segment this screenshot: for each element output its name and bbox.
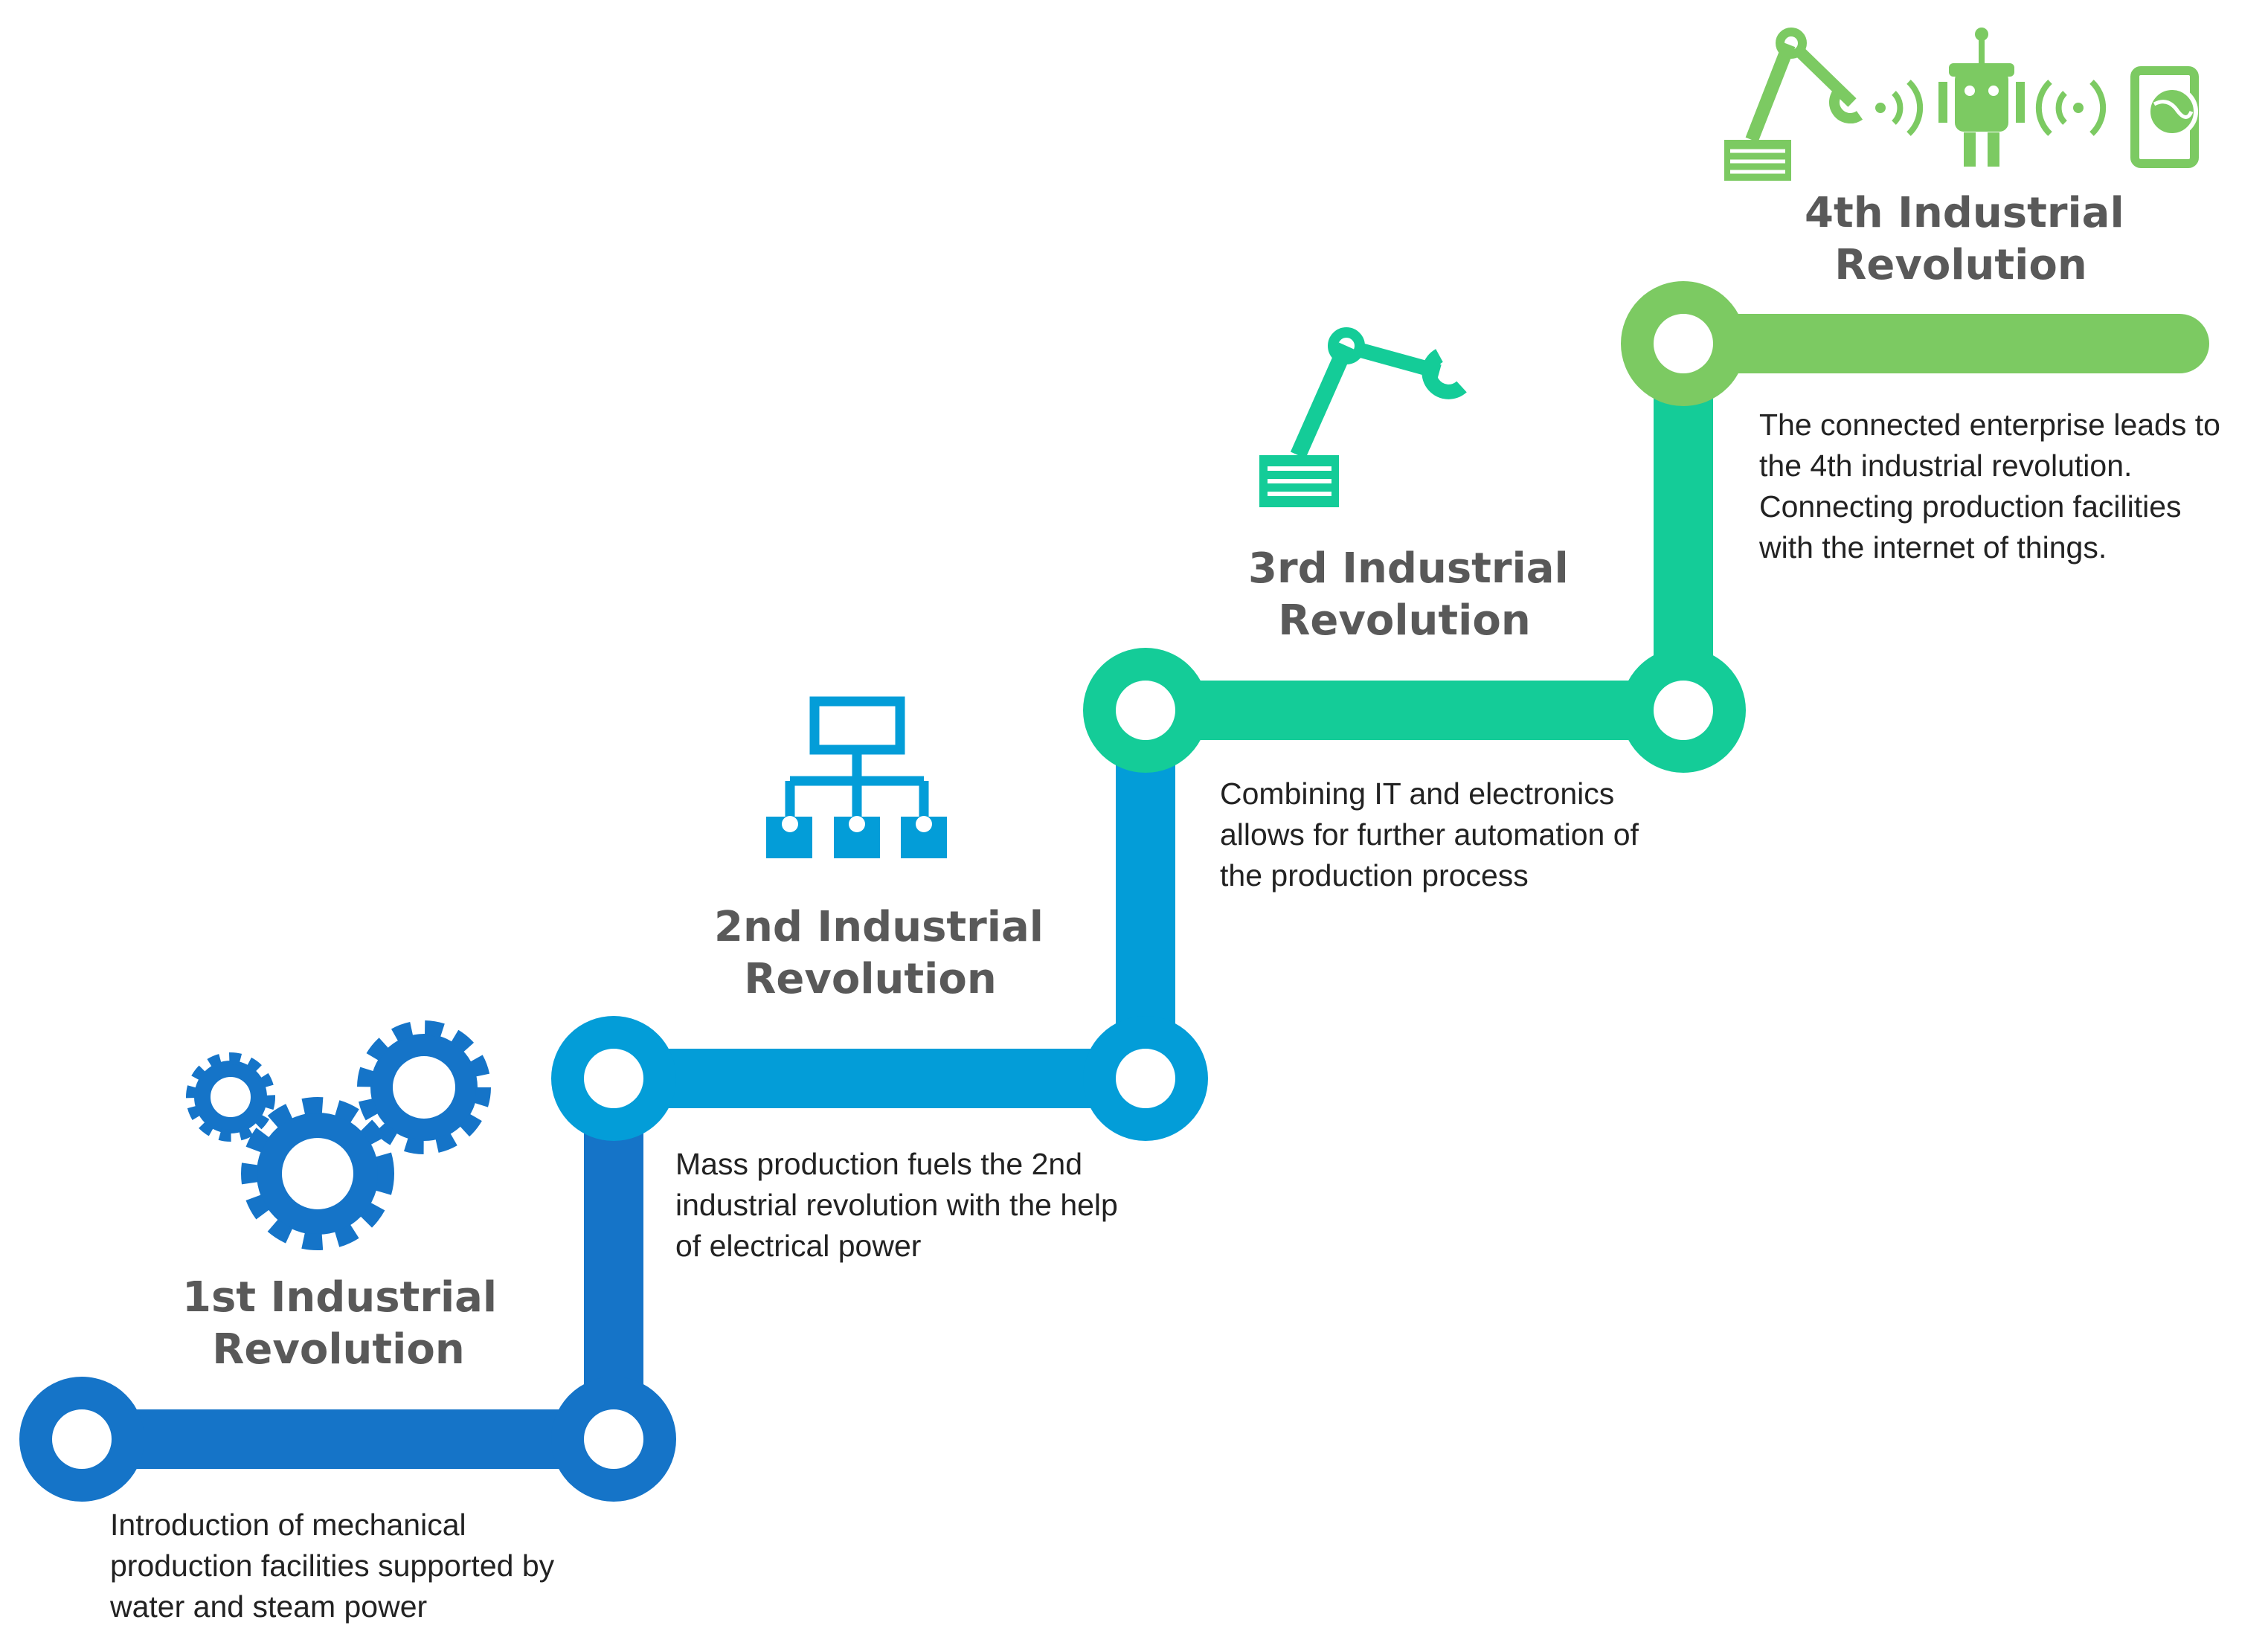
connected-factory-icon [1724,28,2199,181]
stage3-title-line1: 3rd Industrial [1248,544,1569,593]
stage2-title-line2: Revolution [744,955,997,1003]
stage3-desc-line3: the production process [1220,858,1529,893]
node-stage1-start [19,1377,144,1502]
stage1-title: 1st Industrial Revolution [182,1272,498,1376]
path-layer [19,281,2209,1502]
stage3-title: 3rd Industrial Revolution [1248,543,1569,647]
stage1-desc-line1: Introduction of mechanical [110,1508,466,1542]
node-stage2-end [1083,1016,1208,1141]
node-stage1-end [551,1377,676,1502]
stage1-title-line1: 1st Industrial [182,1273,498,1322]
stage4-desc-line2: the 4th industrial revolution. [1759,448,2133,483]
stage4-desc-line3: Connecting production facilities [1759,489,2182,524]
stage2-title-line1: 2nd Industrial [714,903,1044,951]
node-stage3-end [1621,648,1746,773]
stage1-description: Introduction of mechanical production fa… [110,1505,554,1627]
gears-icon [186,1020,491,1250]
stage3-title-line2: Revolution [1278,596,1531,645]
node-stage2-start [551,1016,676,1141]
stage2-desc-line2: industrial revolution with the help [675,1188,1118,1222]
robot-arm-icon [1259,327,1467,507]
stage4-description: The connected enterprise leads to the 4t… [1759,405,2220,568]
stage4-desc-line1: The connected enterprise leads to [1759,408,2220,442]
stage3-desc-line1: Combining IT and electronics [1220,776,1615,811]
stage1-desc-line2: production facilities supported by [110,1548,555,1583]
stage3-desc-line2: allows for further automation of [1220,817,1639,852]
stage4-title: 4th Industrial Revolution [1805,187,2124,292]
node-stage4-start [1621,281,1746,406]
stage2-desc-line3: of electrical power [675,1229,922,1263]
node-stage3-start [1083,648,1208,773]
stage3-description: Combining IT and electronics allows for … [1220,774,1639,896]
stage2-description: Mass production fuels the 2nd industrial… [675,1144,1118,1267]
hierarchy-icon [766,696,947,858]
stage4-desc-line4: with the internet of things. [1759,530,2107,565]
stage4-title-line2: Revolution [1834,241,2087,289]
stage4-title-line1: 4th Industrial [1805,189,2124,237]
stage2-title: 2nd Industrial Revolution [714,901,1044,1006]
stage1-title-line2: Revolution [212,1325,465,1374]
stage1-desc-line3: water and steam power [110,1589,428,1624]
stage2-desc-line1: Mass production fuels the 2nd [675,1147,1082,1181]
